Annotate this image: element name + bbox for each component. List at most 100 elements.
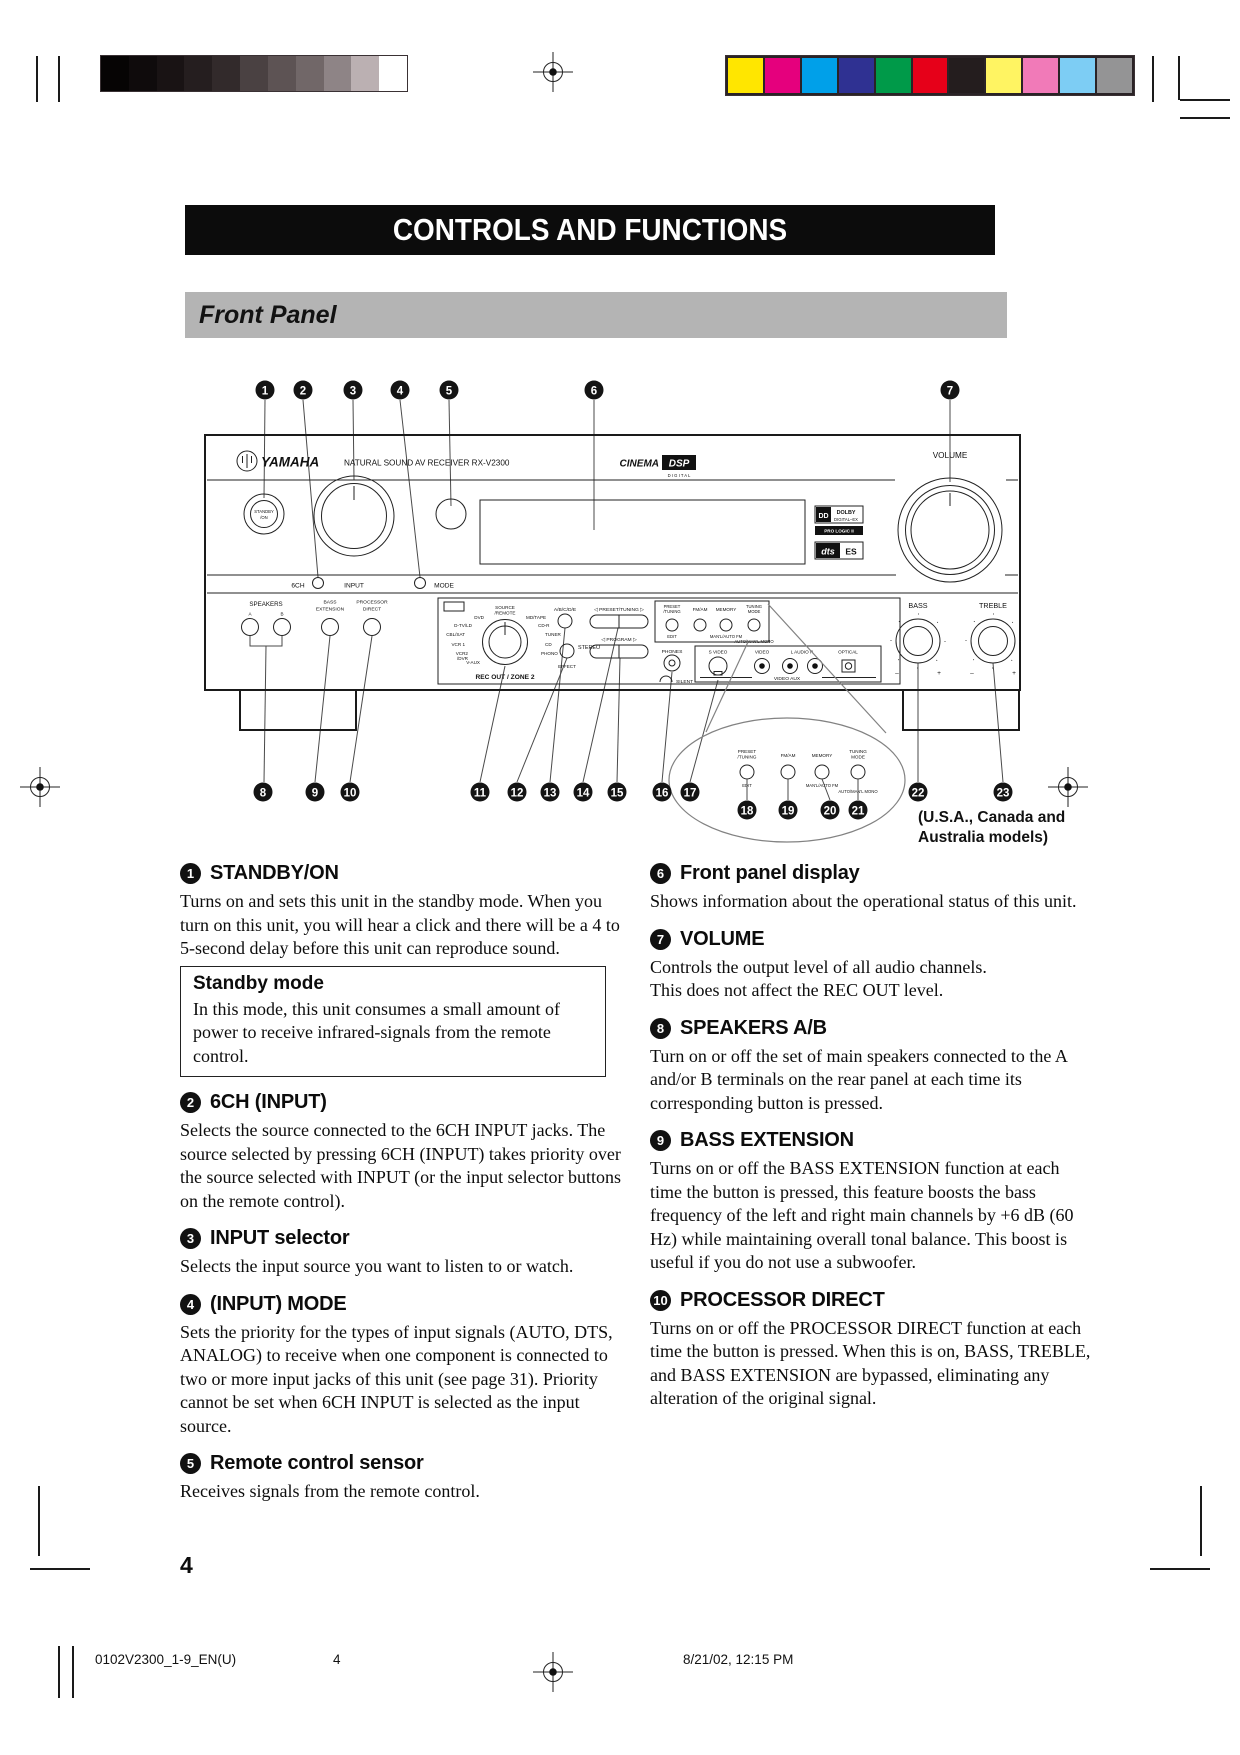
crop-mark (1180, 117, 1230, 119)
svg-text:DVD: DVD (474, 615, 484, 620)
footer-datetime: 8/21/02, 12:15 PM (683, 1652, 794, 1667)
section-heading: 2 6CH (INPUT) (180, 1091, 628, 1114)
color-calibration-bar (725, 55, 1135, 96)
svg-text:MD/TAPE: MD/TAPE (526, 615, 546, 620)
svg-text:◁ PROGRAM ▷: ◁ PROGRAM ▷ (601, 637, 637, 643)
front-door-panel (437, 597, 901, 685)
tuner-button-panel: PRESET /TUNING FM/AM MEMORY TUNING MODE … (654, 600, 774, 644)
section-body: Controls the output level of all audio c… (650, 956, 987, 1001)
callout-23: 23 (993, 782, 1013, 802)
note-title: Standby mode (193, 972, 324, 994)
svg-text:2: 2 (300, 386, 306, 398)
svg-text:18: 18 (741, 806, 754, 818)
calibration-swatch (949, 58, 985, 93)
balloon-caption-line1: (U.S.A., Canada and (918, 809, 1065, 826)
svg-text:19: 19 (782, 806, 795, 818)
section-title: INPUT selector (210, 1227, 350, 1249)
speakers-ab-buttons: SPEAKERS A B (241, 601, 291, 647)
rec-out-zone2-selector: SOURCE /REMOTE DVD MD/TAPE D-TV/LD CD-R … (446, 605, 561, 681)
svg-text:12: 12 (511, 788, 524, 800)
callout-18: 18 (737, 800, 757, 820)
section-heading: 8 SPEAKERS A/B (650, 1017, 1095, 1040)
section-title: 6CH (INPUT) (210, 1091, 327, 1113)
svg-text:D I G I T A L: D I G I T A L (668, 473, 691, 478)
section-number-badge: 7 (650, 928, 671, 950)
svg-text:EDIT: EDIT (667, 634, 677, 639)
bass-knob: BASS – + (890, 601, 946, 677)
receiver-foot (239, 689, 357, 731)
section-number-badge: 1 (180, 863, 201, 884)
crop-mark (38, 1486, 40, 1556)
section-body: Turns on and sets this unit in the stand… (180, 891, 620, 958)
svg-text:1: 1 (262, 386, 269, 398)
callout-16: 16 (652, 782, 672, 802)
svg-text:22: 22 (912, 788, 925, 800)
svg-text:MEMORY: MEMORY (716, 607, 737, 612)
footer-page: 4 (333, 1652, 341, 1667)
section-number-badge: 2 (180, 1092, 201, 1113)
callout-2: 2 (293, 380, 313, 400)
section-body: Sets the priority for the types of input… (180, 1321, 613, 1436)
section-heading: 1 STANDBY/ON (180, 862, 628, 885)
svg-text:23: 23 (997, 788, 1010, 800)
section-subtitle: Front Panel (199, 300, 337, 329)
callout-4: 4 (390, 380, 410, 400)
svg-text:TUNING: TUNING (746, 604, 762, 609)
section-body: Turns on or off the PROCESSOR DIRECT fun… (650, 1317, 1091, 1409)
svg-text:FM/AM: FM/AM (693, 607, 708, 612)
svg-text:VIDEO AUX: VIDEO AUX (774, 676, 801, 682)
svg-text:A/B/C/D/E: A/B/C/D/E (554, 607, 577, 613)
phones-jack: PHONES SILENT (659, 649, 693, 685)
svg-text:SPEAKERS: SPEAKERS (249, 601, 282, 608)
svg-text:6CH: 6CH (291, 583, 304, 590)
section-body: Selects the input source you want to lis… (180, 1256, 574, 1276)
crop-mark (1178, 56, 1180, 100)
svg-text:16: 16 (656, 788, 669, 800)
calibration-swatch (240, 56, 268, 91)
svg-text:PHONES: PHONES (662, 649, 683, 655)
calibration-swatch (267, 56, 296, 91)
crop-mark (1150, 1568, 1210, 1570)
remote-sensor (435, 498, 467, 530)
callout-22: 22 (908, 782, 928, 802)
chapter-title-bar: CONTROLS AND FUNCTIONS (185, 205, 995, 255)
svg-text:14: 14 (577, 788, 590, 800)
standby-on-button: STANDBY /ON (243, 493, 285, 535)
crop-mark (1200, 1486, 1202, 1556)
svg-text:A: A (248, 612, 252, 617)
svg-text:+: + (1012, 670, 1016, 677)
svg-text:ES: ES (845, 547, 857, 557)
svg-text:◁ PRESET/TUNING ▷: ◁ PRESET/TUNING ▷ (594, 607, 644, 613)
svg-text:BASS: BASS (323, 600, 337, 606)
note-body: In this mode, this unit consumes a small… (193, 998, 560, 1066)
section-number-badge: 10 (650, 1289, 671, 1311)
svg-text:CD-R: CD-R (538, 623, 550, 628)
svg-text:13: 13 (544, 788, 557, 800)
svg-text:SILENT: SILENT (676, 679, 693, 685)
svg-text:PRESET: PRESET (738, 749, 757, 754)
registration-mark-icon (533, 1652, 573, 1692)
callout-19: 19 (778, 800, 798, 820)
svg-text:DIGITAL–EX: DIGITAL–EX (834, 517, 858, 522)
section-input-selector: 3 INPUT selector Selects the input sourc… (180, 1227, 628, 1279)
section-heading: 5 Remote control sensor (180, 1452, 628, 1475)
svg-text:DOLBY: DOLBY (837, 510, 856, 516)
dolby-digital-badge: DD DOLBY DIGITAL–EX PRO LOGIC II (814, 505, 864, 535)
calibration-swatch (1060, 58, 1096, 93)
section-number-badge: 3 (180, 1228, 201, 1249)
callout-20: 20 (820, 800, 840, 820)
svg-text:/DVR: /DVR (457, 656, 469, 661)
callout-17: 17 (680, 782, 700, 802)
section-speakers-ab: 8 SPEAKERS A/B Turn on or off the set of… (650, 1017, 1095, 1116)
callout-7: 7 (940, 380, 960, 400)
svg-text:MODE: MODE (851, 755, 865, 760)
callout-6: 6 (584, 380, 604, 400)
section-input-mode: 4 (INPUT) MODE Sets the priority for the… (180, 1293, 628, 1439)
callout-21: 21 (848, 800, 868, 820)
svg-text:MODE: MODE (748, 609, 761, 614)
svg-text:D-TV/LD: D-TV/LD (454, 623, 473, 628)
calibration-swatch (1097, 58, 1132, 93)
brand-logo: YAMAHA NATURAL SOUND AV RECEIVER RX-V230… (236, 450, 510, 472)
callout-14: 14 (573, 782, 593, 802)
section-body: Selects the source connected to the 6CH … (180, 1120, 622, 1211)
